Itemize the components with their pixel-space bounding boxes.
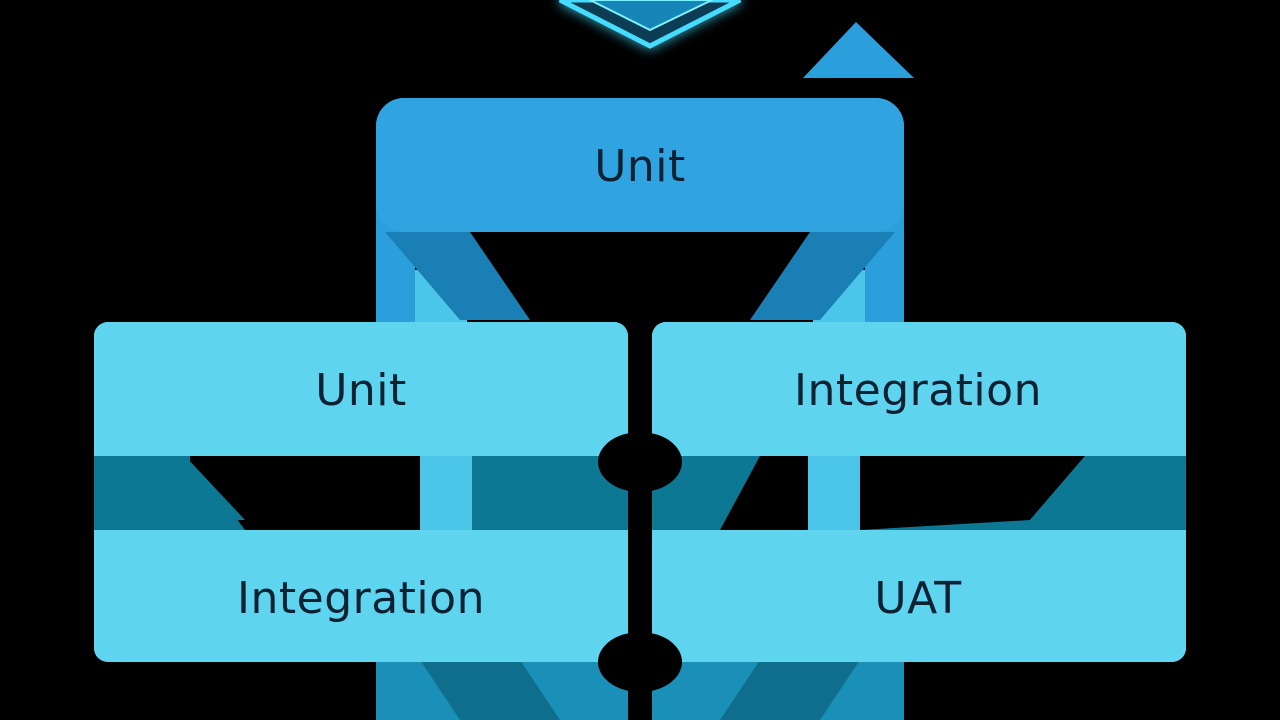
right-block	[652, 322, 1186, 662]
top-block-label: Unit	[594, 140, 686, 192]
left-block	[94, 322, 628, 662]
triangle-arrow-icon	[803, 22, 914, 78]
right-block-upper-label: Integration	[794, 364, 1042, 416]
left-block-lower-label: Integration	[237, 572, 485, 624]
glowing-chip-icon	[558, 0, 742, 49]
right-block-lower-label: UAT	[874, 572, 962, 624]
left-block-upper-label: Unit	[315, 364, 407, 416]
